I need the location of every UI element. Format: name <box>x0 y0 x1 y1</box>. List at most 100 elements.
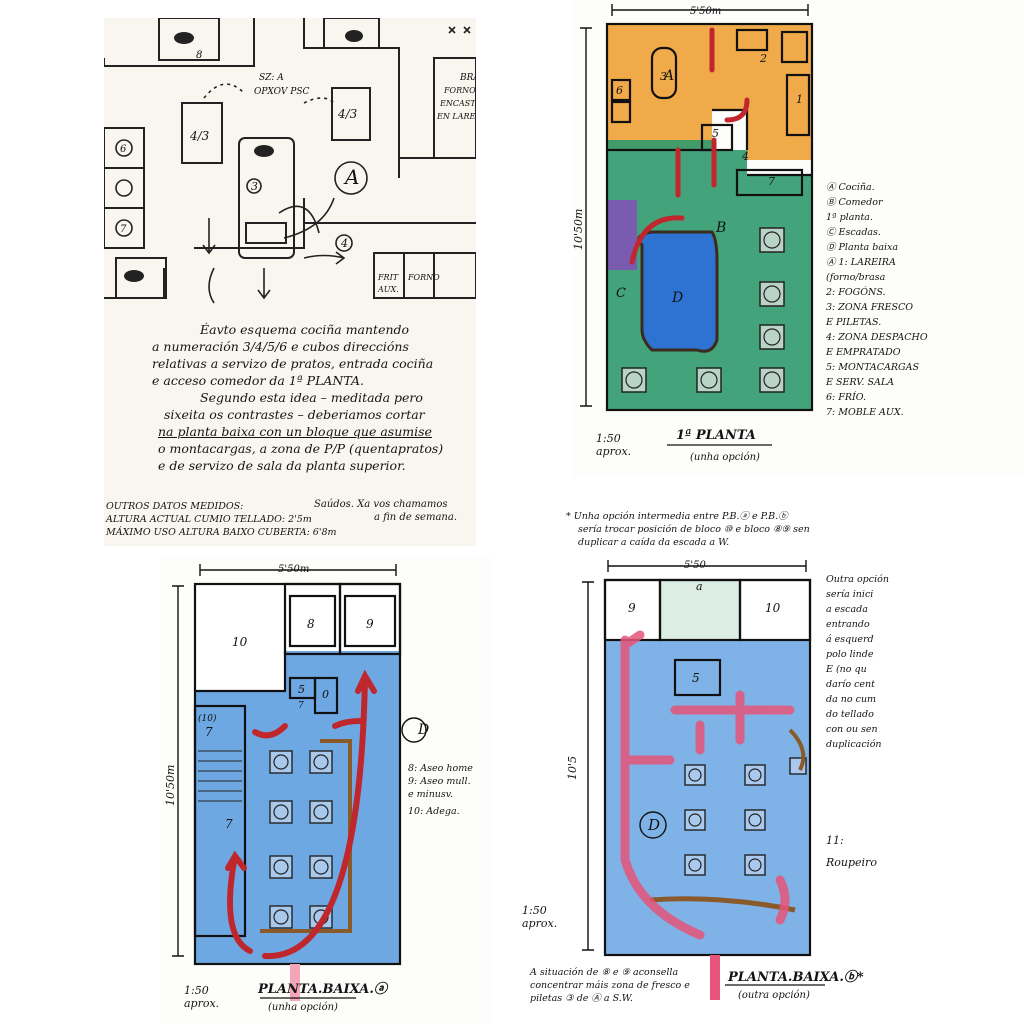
note-line: con ou sen <box>826 724 878 735</box>
label-encastr: ENCASTR. <box>439 99 476 108</box>
paragraph-line: na planta baixa con un bloque que asumis… <box>158 424 432 439</box>
note-line: polo linde <box>826 649 874 660</box>
legend-line: Roupeiro <box>826 856 877 869</box>
legend-line: 7: MOBLE AUX. <box>826 407 904 418</box>
paragraph-line: o montacargas, a zona de P/P (quentaprat… <box>158 441 444 456</box>
gfa-label-9: 9 <box>366 617 374 631</box>
gfa-label-10: 10 <box>232 635 248 649</box>
legend-line: Ⓑ Comedor <box>826 197 883 208</box>
ff-title: 1ª PLANTA <box>676 428 756 443</box>
paragraph-line: Segundo esta idea – meditada pero <box>200 390 423 405</box>
note-line: sería trocar posición de bloco ⑩ e bloco… <box>578 524 810 535</box>
legend-line: E PILETAS. <box>826 317 882 328</box>
gfa-label-10b: (10) <box>198 713 217 724</box>
other-data: OUTROS DATOS MEDIDOS: ALTURA ACTUAL CUMI… <box>106 500 337 539</box>
paragraph-line: a numeración 3/4/5/6 e cubos direccións <box>152 339 409 354</box>
legend-line: e minusv. <box>408 789 454 800</box>
note-line: piletas ③ de Ⓐ a S.W. <box>530 993 633 1004</box>
ff-legend: Ⓐ Cociña. Ⓑ Comedor 1ª planta. Ⓒ Escadas… <box>826 180 928 420</box>
aside-line: Saúdos. Xa vos chamamos <box>314 499 448 510</box>
gfa-scale: 1:50 aprox. <box>184 984 219 1010</box>
gfa-subtitle: (unha opción) <box>268 1002 338 1013</box>
gfa-legend: 8: Aseo home 9: Aseo mull. e minusv. 10:… <box>408 762 473 818</box>
block-43-left: 4/3 <box>189 129 210 143</box>
gfa-label-7c: 7 <box>225 817 233 831</box>
note-line: A situación de ⑧ e ⑨ aconsella <box>530 967 679 978</box>
legend-line: 6: FRÍO. <box>826 392 867 403</box>
ff-subtitle: (unha opción) <box>690 452 760 463</box>
ff-label-6: 6 <box>616 84 623 97</box>
aside-line: a fin de semana. <box>374 512 458 523</box>
other-data-line: ALTURA ACTUAL CUMIO TELLADO: 2'5m <box>106 514 312 525</box>
gfb-label-9: 9 <box>628 601 636 615</box>
gfa-dim-height: 10'50m <box>164 765 177 806</box>
note-line: sería inici <box>826 589 874 600</box>
paragraph-line: e acceso comedor da 1ª PLANTA. <box>152 373 365 388</box>
label-aux: AUX. <box>377 285 399 294</box>
legend-line: Ⓒ Escadas. <box>826 227 881 238</box>
legend-line: 3: ZONA FRESCO <box>826 302 914 313</box>
upside-note-2: OPXOV PSC <box>254 87 309 97</box>
ff-label-d: D <box>671 290 683 306</box>
ff-label-b: B <box>715 220 726 236</box>
ff-label-3: 3 <box>660 70 667 83</box>
sketch-sheet-ground-floor-b: * Unha opción intermedia entre P.B.ⓐ e P… <box>500 500 1024 1024</box>
paragraph-line: Éavto esquema cociña mantendo <box>200 322 410 337</box>
gfa-label-7b: 7 <box>205 725 213 739</box>
note-line: duplicar a caída da escada a W. <box>578 537 730 548</box>
ground-floor-a-plan: 5'50m 10'50m 10 8 9 5 0 7 (10) 7 7 D <box>164 564 429 1001</box>
kitchen-sketch: A 4/3 4/3 3 4 6 7 8 BRA FORNO ENCASTR. E… <box>104 18 476 304</box>
upside-note-1: SZ: A <box>259 73 284 83</box>
kitchen-n3: 3 <box>251 180 258 193</box>
kitchen-label-a: A <box>343 165 359 189</box>
note-line: á esquerd <box>826 634 874 645</box>
ff-scale: 1:50 aprox. <box>596 432 631 458</box>
note-line: * Unha opción intermedia entre P.B.ⓐ e P… <box>566 511 788 522</box>
legend-line: (forno/brasa <box>826 272 886 283</box>
note-line: da no cum <box>826 694 877 705</box>
gfb-scale: 1:50 aprox. <box>522 904 557 930</box>
gfa-label-d: D <box>417 722 429 738</box>
sketch-sheet-ground-floor-a: 5'50m 10'50m 10 8 9 5 0 7 (10) 7 7 D 8: … <box>160 556 490 1024</box>
other-data-title: OUTROS DATOS MEDIDOS: <box>106 501 244 512</box>
gfb-legend-11: 11: Roupeiro <box>826 830 877 874</box>
kitchen-n7: 7 <box>120 224 127 235</box>
legend-line: 11: <box>826 834 844 847</box>
ff-label-7: 7 <box>768 175 775 188</box>
ff-label-a: A <box>662 68 674 84</box>
other-data-aside: Saúdos. Xa vos chamamos a fin de semana. <box>314 498 457 524</box>
gfb-title: PLANTA.BAIXA.ⓑ* <box>728 970 864 985</box>
note-line: darío cent <box>826 679 875 690</box>
sketch-sheet-kitchen: A 4/3 4/3 3 4 6 7 8 BRA FORNO ENCASTR. E… <box>104 18 476 546</box>
gfb-top-note: * Unha opción intermedia entre P.B.ⓐ e P… <box>566 510 810 549</box>
legend-line: 5: MONTACARGAS <box>826 362 920 373</box>
kitchen-n6: 6 <box>120 144 127 155</box>
ground-floor-b-plan: 5'50 10'5 a 9 10 5 D <box>566 560 825 1000</box>
paragraph-line: relativas a servizo de pratos, entrada c… <box>152 356 434 371</box>
gfa-scale-approx: aprox. <box>184 997 220 1010</box>
label-brasa: BRA <box>459 73 476 83</box>
ff-label-c: C <box>616 286 626 301</box>
ff-dim-width: 5'50m <box>690 6 721 17</box>
note-line: Outra opción <box>826 574 889 585</box>
label-frit: FRIT <box>377 273 399 282</box>
legend-line: 9: Aseo mull. <box>408 776 471 787</box>
note-line: a escada <box>826 604 868 615</box>
ff-scale-approx: aprox. <box>596 445 632 458</box>
gfb-dim-height: 10'5 <box>566 756 579 780</box>
label-forno: FORNO <box>443 86 476 95</box>
gfa-label-7a: 7 <box>298 701 304 711</box>
ff-dim-height: 10'50m <box>572 209 585 250</box>
gfa-label-8: 8 <box>307 617 315 631</box>
ff-label-2: 2 <box>759 52 767 65</box>
gfa-scale-value: 1:50 <box>184 984 209 997</box>
legend-line: 1ª planta. <box>826 212 873 223</box>
ff-scale-value: 1:50 <box>596 432 621 445</box>
paragraph-line: sixeita os contrastes – deberiamos corta… <box>164 407 425 422</box>
paragraph-line: e de servizo de sala da planta superior. <box>158 458 406 473</box>
gfb-label-10: 10 <box>765 601 781 615</box>
gfb-side-note: Outra opción sería inici a escada entran… <box>826 572 889 752</box>
gfb-subtitle: (outra opción) <box>738 990 810 1001</box>
ff-label-4: 4 <box>741 150 749 163</box>
gfa-label-0: 0 <box>322 688 329 701</box>
